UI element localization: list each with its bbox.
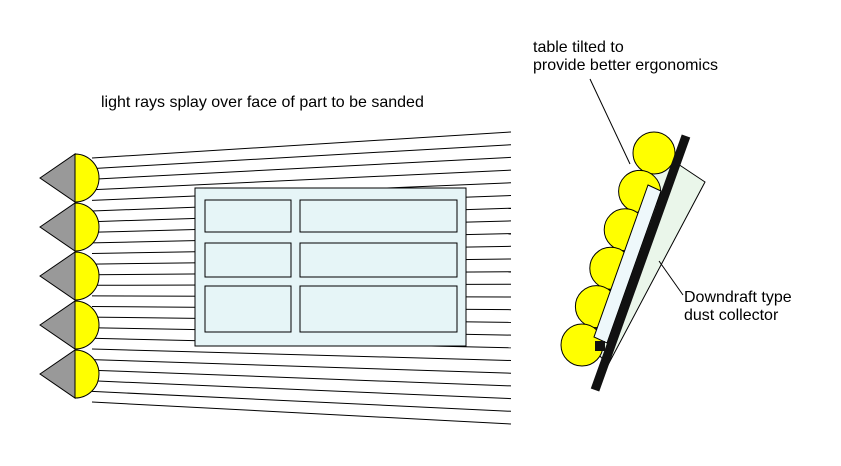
table-label-line1: table tilted to <box>533 39 624 56</box>
light-ray <box>91 380 512 400</box>
tilted-table <box>590 134 691 392</box>
part-opening <box>204 285 292 333</box>
lamp-housing <box>39 202 76 252</box>
part-opening <box>299 285 458 333</box>
lamp-right <box>632 131 676 175</box>
part-outline <box>194 187 467 347</box>
table-clamp <box>595 341 605 351</box>
light-ray <box>91 369 512 387</box>
light-ray <box>91 156 512 180</box>
lamp-housing <box>39 349 76 399</box>
lamp-bulb <box>74 251 100 301</box>
part-to-be-sanded <box>194 187 467 347</box>
table-panel <box>593 184 662 344</box>
leader-line-table <box>589 78 631 165</box>
leader-line-collector <box>658 260 684 296</box>
lamp-left <box>39 251 100 301</box>
lamp-left <box>39 202 100 252</box>
lamp-housing <box>39 153 76 203</box>
light-ray <box>91 169 512 191</box>
lamp-bulb <box>74 300 100 350</box>
lamp-bulb <box>74 349 100 399</box>
lamp-bulb <box>74 202 100 252</box>
light-ray <box>91 348 512 361</box>
part-opening <box>204 242 292 278</box>
part-opening <box>299 242 458 278</box>
lamp-left <box>39 349 100 399</box>
lamp-array-left <box>39 153 100 399</box>
lamp-housing <box>39 251 76 301</box>
lamp-left <box>39 300 100 350</box>
light-ray <box>91 390 512 412</box>
part-opening <box>299 199 458 233</box>
light-rays-label: light rays splay over face of part to be… <box>101 94 424 111</box>
collector-label-line1: Downdraft type <box>684 289 792 306</box>
table-label-line2: provide better ergonomics <box>533 57 718 74</box>
collector-label-line2: dust collector <box>684 307 779 324</box>
light-ray <box>91 401 512 425</box>
lamp-bulb <box>74 153 100 203</box>
part-opening <box>204 199 292 233</box>
light-ray <box>91 131 512 159</box>
lamp-housing <box>39 300 76 350</box>
light-ray <box>91 359 512 374</box>
light-ray <box>91 144 512 170</box>
lamp-left <box>39 153 100 203</box>
